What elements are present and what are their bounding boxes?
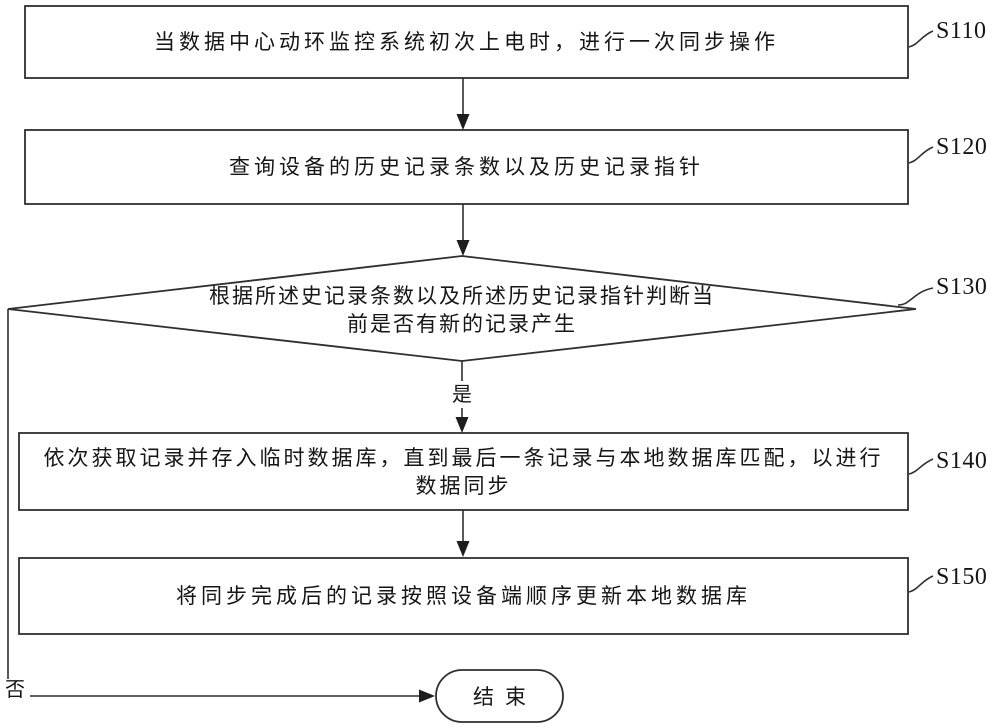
step-s110-text: 当数据中心动环监控系统初次上电时，进行一次同步操作 <box>25 6 908 78</box>
step-s120-line: 查询设备的历史记录条数以及历史记录指针 <box>229 155 704 179</box>
arrowhead-into-s120 <box>456 114 470 130</box>
step-label-s120: S120 <box>936 134 988 160</box>
leader-line-s120 <box>908 146 934 164</box>
leader-line-s150 <box>908 575 934 593</box>
leader-line-s130 <box>897 287 934 306</box>
no-branch-label: 否 <box>5 679 25 701</box>
step-label-s110: S110 <box>936 18 987 44</box>
yes-branch-label: 是 <box>452 384 472 406</box>
arrowhead-into-end <box>419 689 435 703</box>
process-box-s110 <box>24 5 909 79</box>
step-s150-line: 将同步完成后的记录按照设备端顺序更新本地数据库 <box>176 584 751 608</box>
process-box-s120 <box>24 129 909 205</box>
step-s130-line1: 根据所述史记录条数以及所述历史记录指针判断当 <box>209 284 715 308</box>
arrowhead-into-s130 <box>456 240 470 256</box>
step-label-s150: S150 <box>936 564 988 590</box>
step-s140-line2: 数据同步 <box>415 473 512 498</box>
arrowhead-into-s140 <box>455 417 469 433</box>
step-label-s130: S130 <box>936 274 988 300</box>
step-s140-line1: 依次获取记录并存入临时数据库，直到最后一条记录与本地数据库匹配，以进行 <box>43 445 884 470</box>
process-box-s150 <box>18 557 909 635</box>
step-s120-text: 查询设备的历史记录条数以及历史记录指针 <box>25 130 908 204</box>
step-s130-line2: 前是否有新的记录产生 <box>347 312 577 336</box>
step-s140-text: 依次获取记录并存入临时数据库，直到最后一条记录与本地数据库匹配，以进行 数据同步 <box>19 433 908 510</box>
step-s150-text: 将同步完成后的记录按照设备端顺序更新本地数据库 <box>19 558 908 634</box>
terminator-end-shape <box>435 669 564 723</box>
step-s110-line: 当数据中心动环监控系统初次上电时，进行一次同步操作 <box>154 30 779 54</box>
step-label-s140: S140 <box>936 448 988 474</box>
arrowhead-into-s150 <box>456 541 470 557</box>
leader-line-s110 <box>908 30 934 48</box>
leader-line-s140 <box>908 458 934 475</box>
step-s130-text: 根据所述史记录条数以及所述历史记录指针判断当 前是否有新的记录产生 <box>110 270 814 350</box>
terminator-end-text: 结束 <box>473 685 537 709</box>
